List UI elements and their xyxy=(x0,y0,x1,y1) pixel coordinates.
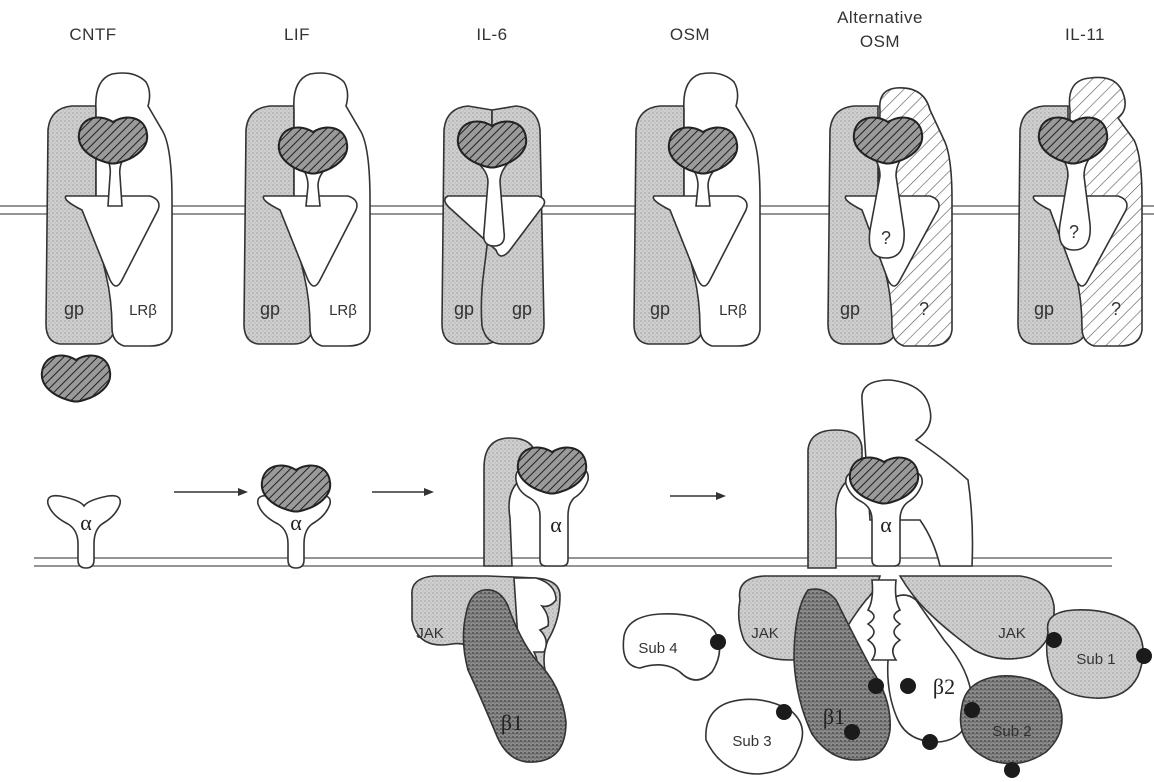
free-ligand xyxy=(42,356,110,402)
cntf-left-label: gp xyxy=(64,299,84,319)
phospho-dot xyxy=(844,724,860,740)
il11-right-label: ? xyxy=(1111,299,1121,319)
title-cntf: CNTF xyxy=(69,25,116,44)
alpha-label-4: α xyxy=(880,512,892,537)
receptor-complex-lif: gp LRβ xyxy=(244,73,370,346)
alpha-label-1: α xyxy=(80,510,92,535)
phospho-dot xyxy=(868,678,884,694)
alternative-osm-center-label: ? xyxy=(881,228,891,248)
phospho-dot xyxy=(922,734,938,750)
title-alternative-osm-line2: OSM xyxy=(860,32,900,51)
sub1-label: Sub 1 xyxy=(1076,651,1115,668)
lif-right-label: LRβ xyxy=(329,302,357,319)
alpha-label-2: α xyxy=(290,510,302,535)
phospho-dot xyxy=(776,704,792,720)
sub4-label: Sub 4 xyxy=(638,640,677,657)
beta1-label-1: β1 xyxy=(501,710,523,735)
jak-label-1: JAK xyxy=(416,625,444,642)
arrow-2 xyxy=(372,488,434,496)
sub3-label: Sub 3 xyxy=(732,733,771,750)
il11-left-label: gp xyxy=(1034,299,1054,319)
title-il6: IL-6 xyxy=(476,25,507,44)
beta1-complex: α JAK β1 xyxy=(412,438,588,762)
alternative-osm-left-label: gp xyxy=(840,299,860,319)
phospho-dot xyxy=(964,702,980,718)
il11-center-label: ? xyxy=(1069,222,1079,242)
full-signalling-complex: α JAK JAK β1 β2 Sub 4 Sub 3 Sub 1 Sub 2 xyxy=(623,380,1152,778)
title-osm: OSM xyxy=(670,25,710,44)
receptor-complex-osm: gp LRβ xyxy=(634,73,760,346)
alpha-label-3: α xyxy=(550,512,562,537)
alpha-receptor-alone: α xyxy=(48,496,121,568)
title-alternative-osm-line1: Alternative xyxy=(837,8,923,27)
il6-left-label: gp xyxy=(454,299,474,319)
osm-left-label: gp xyxy=(650,299,670,319)
il6-right-label: gp xyxy=(512,299,532,319)
beta1-label-2: β1 xyxy=(823,704,845,729)
receptor-complex-cntf: gp LRβ xyxy=(46,73,172,346)
alpha-ligand-complex: α xyxy=(258,466,331,568)
jak-label-2: JAK xyxy=(751,625,779,642)
arrow-3 xyxy=(670,492,726,500)
phospho-dot xyxy=(710,634,726,650)
title-lif: LIF xyxy=(284,25,310,44)
phospho-dot xyxy=(900,678,916,694)
receptor-complex-il11: ? gp ? xyxy=(1018,77,1142,346)
receptor-complex-alternative-osm: ? gp ? xyxy=(828,88,952,346)
alternative-osm-right-label: ? xyxy=(919,299,929,319)
osm-right-label: LRβ xyxy=(719,302,747,319)
phospho-dot xyxy=(1136,648,1152,664)
beta2-label: β2 xyxy=(933,674,955,699)
phospho-dot xyxy=(1046,632,1062,648)
jak-label-3: JAK xyxy=(998,625,1026,642)
title-il11: IL-11 xyxy=(1065,25,1105,44)
arrow-1 xyxy=(174,488,248,496)
lif-left-label: gp xyxy=(260,299,280,319)
phospho-dot xyxy=(1004,762,1020,778)
cntf-right-label: LRβ xyxy=(129,302,157,319)
receptor-complex-il6: gp gp xyxy=(442,106,545,344)
sub2-label: Sub 2 xyxy=(992,723,1031,740)
